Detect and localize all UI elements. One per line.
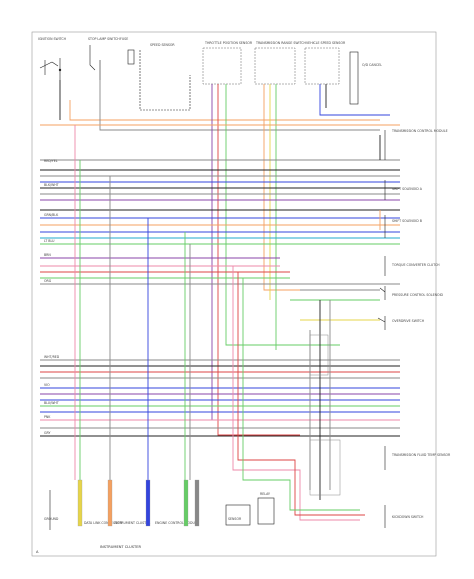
bottom-component-b1: GROUND [44,490,59,530]
wire-label-5: ORG [44,279,52,283]
junction-block-1 [309,334,329,376]
top-component-c4-label: SPEED SENSOR [150,43,175,47]
right-component-r5: PRESSURE CONTROL SOLENOID [379,286,444,300]
right-component-r1-label: TRANSMISSION CONTROL MODULE [391,129,448,133]
top-component-c8-label: O/D CANCEL [362,63,382,67]
right-component-r5-label: PRESSURE CONTROL SOLENOID [392,293,444,297]
bottom-component-b5-label: SENSOR [228,517,242,521]
top-component-c6: TRANSMISSION RANGE SWITCH [254,41,306,85]
bottom-component-b3: INSTRUMENT CLUSTER [107,479,151,527]
footer-left: A [36,550,39,554]
top-component-c7: VEHICLE SPEED SENSOR [304,41,346,85]
wire-label-6: WHT/RED [44,355,60,359]
bottom-component-b1-label: GROUND [44,517,59,521]
bottom-component-b4: ENGINE CONTROL MODULE [145,479,199,527]
right-component-r4: TORQUE CONVERTER CLUTCH [384,256,440,276]
right-component-r3: SHIFT SOLENOID B [384,215,422,238]
bottom-component-b6-label: RELAY [260,492,270,496]
top-component-c4: SPEED SENSOR [139,43,191,111]
right-component-r4-label: TORQUE CONVERTER CLUTCH [391,263,440,267]
bottom-component-b3-label: INSTRUMENT CLUSTER [114,521,151,525]
top-component-c2: STOP LAMP SWITCH [88,37,120,80]
wire-label-9: PNK [44,415,51,419]
bottom-component-b6: RELAY [257,492,275,525]
right-component-r8: KICKDOWN SWITCH [384,505,424,528]
top-component-c6-label: TRANSMISSION RANGE SWITCH [255,41,306,45]
wire-bundle [40,80,400,521]
wire-label-7: VIO [44,383,50,387]
wire-label-2: GRN/BLK [44,213,59,217]
top-component-c2-label: STOP LAMP SWITCH [88,37,120,41]
footer-center: INSTRUMENT CLUSTER [100,545,141,549]
right-component-r2-label: SHIFT SOLENOID A [392,187,423,191]
top-component-c1: IGNITION SWITCH [38,37,67,80]
wire-label-4: BRN [44,253,51,257]
right-component-r8-label: KICKDOWN SWITCH [392,515,424,519]
bottom-component-b2-label: DATA LINK CONNECTOR [84,521,123,525]
top-component-c5-label: THROTTLE POSITION SENSOR [204,41,253,45]
bottom-component-b5-box: SENSOR [225,504,251,526]
wire-label-8: BLU/WHT [44,401,59,405]
junction-block-2 [309,439,341,496]
top-component-c5: THROTTLE POSITION SENSOR [202,41,253,85]
right-component-r6-label: OVERDRIVE SWITCH [392,319,425,323]
top-component-c1-label: IGNITION SWITCH [38,37,67,41]
right-component-r7: TRANSMISSION FLUID TEMP SENSOR [384,446,451,470]
right-component-r3-label: SHIFT SOLENOID B [392,219,422,223]
bottom-component-b5 [183,479,200,527]
wire-labels: RED/YEL BLK/WHT GRN/BLK LT BLU BRN ORG W… [44,159,60,435]
wire-label-10: GRY [44,431,50,435]
top-component-c8: O/D CANCEL [349,51,382,105]
bottom-component-b2: DATA LINK CONNECTOR [77,479,123,527]
right-component-r1: TRANSMISSION CONTROL MODULE [384,129,448,160]
top-component-c7-label: VEHICLE SPEED SENSOR [306,41,346,45]
top-component-c3-label: FUSE [120,37,128,41]
wire-label-3: LT BLU [44,239,55,243]
right-component-r7-label: TRANSMISSION FLUID TEMP SENSOR [391,453,451,457]
wire-label-0: RED/YEL [44,159,58,163]
top-component-c3: FUSE [120,37,135,65]
wire-label-1: BLK/WHT [44,183,59,187]
diagram-frame [31,31,437,557]
right-component-r2: SHIFT SOLENOID A [384,180,423,200]
right-component-r6: OVERDRIVE SWITCH [377,316,425,330]
bottom-component-b4-label: ENGINE CONTROL MODULE [155,521,199,525]
